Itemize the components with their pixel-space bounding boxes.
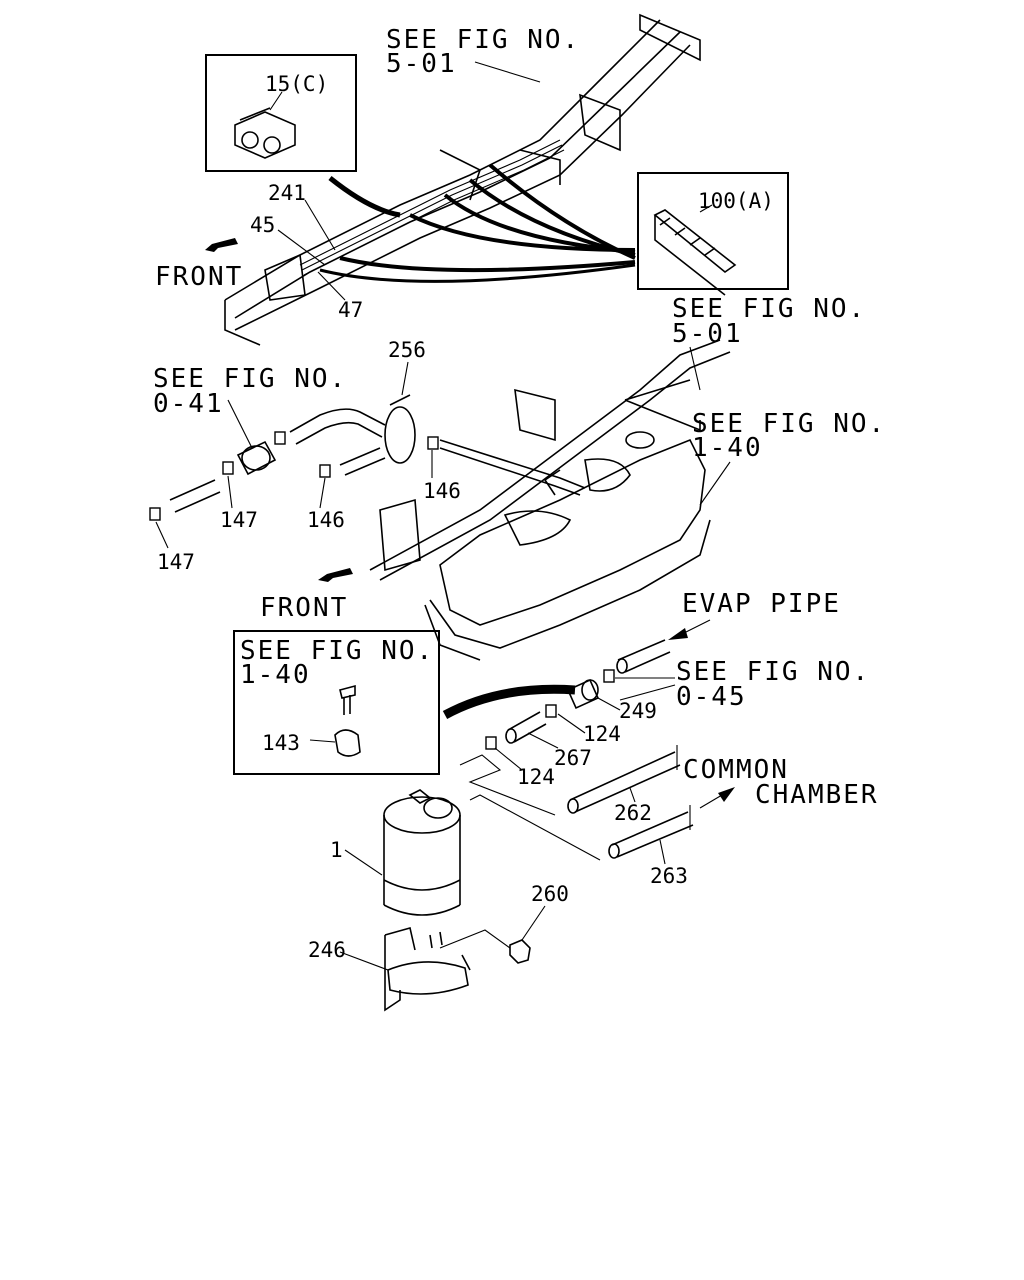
evap-pipe-arrow-icon — [668, 619, 711, 640]
part-256-label: 256 — [388, 338, 426, 362]
see-fig-041-line1: SEE FIG NO. — [153, 364, 347, 394]
front-label-mid: FRONT — [260, 593, 348, 623]
part-47-label: 47 — [338, 298, 363, 322]
fuel-lines-top — [299, 139, 565, 276]
part-143-label: 143 — [262, 731, 300, 755]
clip-124-lower — [485, 736, 497, 750]
part-260-label: 260 — [531, 882, 569, 906]
inset-clip-100a — [637, 172, 789, 296]
see-fig-501-mid-line2: 5-01 — [672, 319, 743, 349]
see-fig-041-line2: 0-41 — [153, 389, 224, 419]
hose-267 — [505, 711, 547, 744]
clamp-256 — [384, 394, 416, 464]
clip-leader-fans — [319, 163, 636, 283]
common-chamber-label-line1: COMMON — [683, 755, 789, 785]
see-fig-501-mid-line1: SEE FIG NO. — [672, 294, 866, 324]
frame-rail-mid — [369, 339, 731, 581]
clip-124-upper — [545, 704, 557, 718]
see-fig-140-tank-line1: SEE FIG NO. — [692, 409, 886, 439]
inset-clip-15c — [205, 54, 357, 172]
part-241-label: 241 — [268, 181, 306, 205]
part-146b-label: 146 — [423, 479, 461, 503]
frame-rail-top — [224, 13, 701, 346]
common-chamber-arrow-icon — [699, 787, 735, 809]
canister-bracket-246 — [384, 927, 471, 1012]
part-267-label: 267 — [554, 746, 592, 770]
see-fig-045-line2: 0-45 — [676, 682, 747, 712]
clip-045 — [603, 669, 615, 683]
see-fig-140-tank-line2: 1-40 — [692, 433, 763, 463]
fuel-tank — [424, 431, 711, 661]
part-100a-label: 100(A) — [698, 189, 774, 213]
see-fig-140-inset-line1: SEE FIG NO. — [240, 636, 434, 666]
front-arrow-mid-icon — [318, 568, 353, 582]
front-arrow-top-icon — [205, 238, 238, 252]
nut-260 — [439, 929, 531, 964]
inset-bolt-clamp-143 — [233, 630, 440, 775]
part-147b-label: 147 — [157, 550, 195, 574]
part-262-label: 262 — [614, 801, 652, 825]
pipe-routing-lines — [459, 745, 694, 861]
inset-leader-band — [442, 684, 576, 719]
part-249-label: 249 — [619, 699, 657, 723]
part-246-label: 246 — [308, 938, 346, 962]
see-fig-140-inset-line2: 1-40 — [240, 660, 311, 690]
part-147a-label: 147 — [220, 508, 258, 532]
vent-hose — [169, 408, 586, 513]
part-124b-label: 124 — [517, 765, 555, 789]
part-263-label: 263 — [650, 864, 688, 888]
part-15c-label: 15(C) — [265, 72, 328, 96]
common-chamber-label-line2: CHAMBER — [755, 780, 879, 810]
see-fig-501-top-line2: 5-01 — [386, 49, 457, 79]
hose-clips-mid — [149, 431, 439, 521]
part-146a-label: 146 — [307, 508, 345, 532]
see-fig-501-top-line1: SEE FIG NO. — [386, 25, 580, 55]
part-45-label: 45 — [250, 213, 275, 237]
front-label-top: FRONT — [155, 262, 243, 292]
part-124a-label: 124 — [583, 722, 621, 746]
evap-pipe — [616, 639, 671, 674]
part-1-label: 1 — [330, 838, 343, 862]
charcoal-canister — [383, 789, 461, 916]
evap-pipe-label: EVAP PIPE — [682, 589, 841, 619]
see-fig-045-line1: SEE FIG NO. — [676, 657, 870, 687]
check-valve-041 — [236, 440, 277, 476]
